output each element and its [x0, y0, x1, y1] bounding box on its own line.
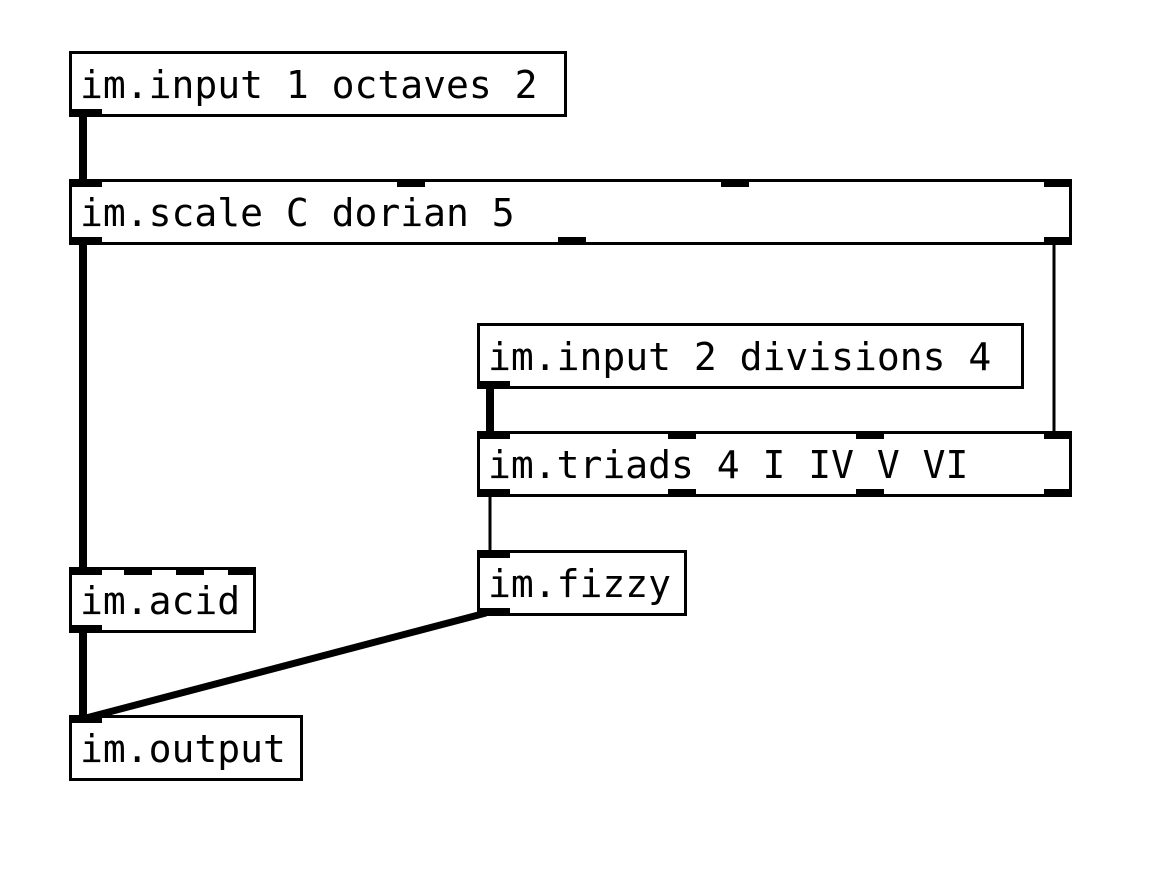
input2-label: im.input 2 divisions 4 — [488, 335, 992, 379]
cord-fizzy-to-output[interactable] — [85, 609, 487, 722]
fizzy-label: im.fizzy — [488, 562, 672, 606]
scale-inlet-4[interactable] — [1044, 179, 1072, 187]
input1-object[interactable]: im.input 1 octaves 2 — [69, 51, 567, 117]
input2-outlet[interactable] — [480, 381, 510, 389]
fizzy-object[interactable]: im.fizzy — [477, 550, 687, 616]
triads-inlet-1[interactable] — [480, 431, 510, 439]
triads-inlet-3[interactable] — [856, 431, 884, 439]
output-label: im.output — [80, 727, 286, 771]
scale-object[interactable]: im.scale C dorian 5 — [69, 179, 1072, 245]
scale-inlet-2[interactable] — [397, 179, 425, 187]
output-object[interactable]: im.output — [69, 715, 303, 781]
acid-inlet-1[interactable] — [72, 567, 102, 575]
scale-inlet-1[interactable] — [72, 179, 102, 187]
output-inlet[interactable] — [72, 715, 102, 723]
fizzy-inlet[interactable] — [480, 550, 510, 558]
acid-label: im.acid — [80, 579, 241, 623]
triads-object[interactable]: im.triads 4 I IV V VI — [477, 431, 1072, 497]
scale-outlet-1[interactable] — [72, 237, 102, 245]
patch-cords — [79, 115, 1056, 722]
input2-object[interactable]: im.input 2 divisions 4 — [477, 323, 1024, 389]
triads-outlet-3[interactable] — [856, 489, 884, 497]
fizzy-outlet[interactable] — [480, 608, 510, 616]
input1-outlet[interactable] — [72, 109, 102, 117]
acid-inlet-4[interactable] — [228, 567, 256, 575]
scale-outlet-2[interactable] — [558, 237, 586, 245]
triads-outlet-1[interactable] — [480, 489, 510, 497]
triads-inlet-4[interactable] — [1044, 431, 1072, 439]
triads-inlet-2[interactable] — [668, 431, 696, 439]
scale-outlet-3[interactable] — [1044, 237, 1072, 245]
scale-inlet-3[interactable] — [721, 179, 749, 187]
patch-canvas[interactable]: im.input 1 octaves 2 im.scale C dorian 5… — [0, 0, 1162, 846]
triads-outlet-2[interactable] — [668, 489, 696, 497]
acid-inlet-3[interactable] — [176, 567, 204, 575]
input1-label: im.input 1 octaves 2 — [80, 63, 538, 107]
acid-inlet-2[interactable] — [124, 567, 152, 575]
triads-label: im.triads 4 I IV V VI — [488, 443, 969, 487]
triads-outlet-4[interactable] — [1044, 489, 1072, 497]
scale-label: im.scale C dorian 5 — [80, 191, 515, 235]
acid-outlet[interactable] — [72, 625, 102, 633]
acid-object[interactable]: im.acid — [69, 567, 256, 633]
